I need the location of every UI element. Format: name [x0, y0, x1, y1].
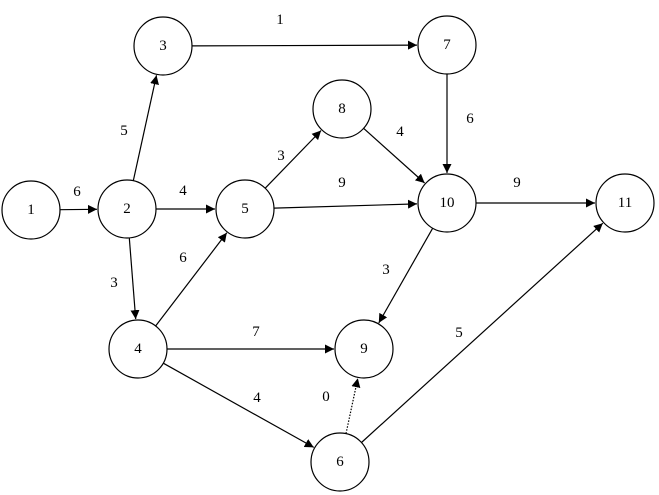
- edge-2-3: [132, 75, 159, 181]
- node-label-11: 11: [618, 195, 632, 211]
- node-circle-6: [310, 432, 370, 492]
- edge-4-5: [155, 232, 228, 327]
- edge-5-10: [273, 199, 418, 209]
- node-3: 3: [133, 16, 193, 76]
- edge-weight-3-7: 1: [276, 12, 284, 28]
- node-6: 6: [310, 432, 370, 492]
- edge-weight-2-5: 4: [179, 183, 187, 199]
- edge-10-9: [378, 227, 434, 324]
- edge-weight-6-11: 5: [455, 325, 463, 341]
- edge-weight-5-10: 9: [338, 175, 346, 191]
- edge-weight-7-10: 6: [466, 111, 474, 127]
- node-label-7: 7: [443, 37, 451, 53]
- node-circle-2: [97, 179, 157, 239]
- edge-weight-4-6: 4: [253, 390, 261, 406]
- edge-weight-2-3: 5: [120, 123, 128, 139]
- node-circle-4: [108, 319, 168, 379]
- node-circle-8: [312, 79, 372, 139]
- node-label-4: 4: [134, 341, 142, 357]
- edge-6-11: [361, 222, 604, 443]
- node-label-9: 9: [360, 341, 368, 357]
- edge-4-6: [163, 362, 315, 448]
- edge-weight-2-4: 3: [110, 275, 118, 291]
- edge-weight-4-5: 6: [179, 250, 187, 266]
- node-label-3: 3: [159, 38, 167, 54]
- node-label-5: 5: [241, 201, 249, 217]
- edge-weight-6-9: 0: [322, 389, 330, 405]
- node-label-10: 10: [440, 195, 455, 211]
- node-9: 9: [334, 319, 394, 379]
- node-11: 11: [595, 173, 655, 233]
- node-circle-3: [133, 16, 193, 76]
- node-label-6: 6: [336, 454, 344, 470]
- edge-weight-4-9: 7: [252, 324, 260, 340]
- edge-labels-layer: 6 5 4 3 1 6 7 4 3 9 0 5 6 4 3 9: [73, 12, 521, 406]
- node-label-8: 8: [338, 101, 346, 117]
- edge-weight-10-11: 9: [513, 175, 521, 191]
- node-label-1: 1: [27, 202, 35, 218]
- node-circle-1: [1, 180, 61, 240]
- edge-3-7: [191, 40, 418, 50]
- edge-6-9: [345, 378, 361, 434]
- node-circle-7: [417, 15, 477, 75]
- edge-8-10: [363, 127, 426, 184]
- edge-weight-1-2: 6: [73, 184, 81, 200]
- node-10: 10: [417, 173, 477, 233]
- node-label-2: 2: [123, 201, 131, 217]
- node-circle-5: [215, 179, 275, 239]
- edge-weight-8-10: 4: [396, 124, 404, 140]
- node-5: 5: [215, 179, 275, 239]
- node-circle-9: [334, 319, 394, 379]
- node-4: 4: [108, 319, 168, 379]
- edges-layer: [59, 40, 604, 448]
- node-2: 2: [97, 179, 157, 239]
- edge-2-4: [128, 237, 140, 320]
- node-circle-10: [417, 173, 477, 233]
- edge-5-8: [264, 130, 322, 189]
- edge-weight-5-8: 3: [277, 148, 285, 164]
- edge-weight-10-9: 3: [382, 262, 390, 278]
- node-8: 8: [312, 79, 372, 139]
- node-1: 1: [1, 180, 61, 240]
- node-7: 7: [417, 15, 477, 75]
- node-circle-11: [595, 173, 655, 233]
